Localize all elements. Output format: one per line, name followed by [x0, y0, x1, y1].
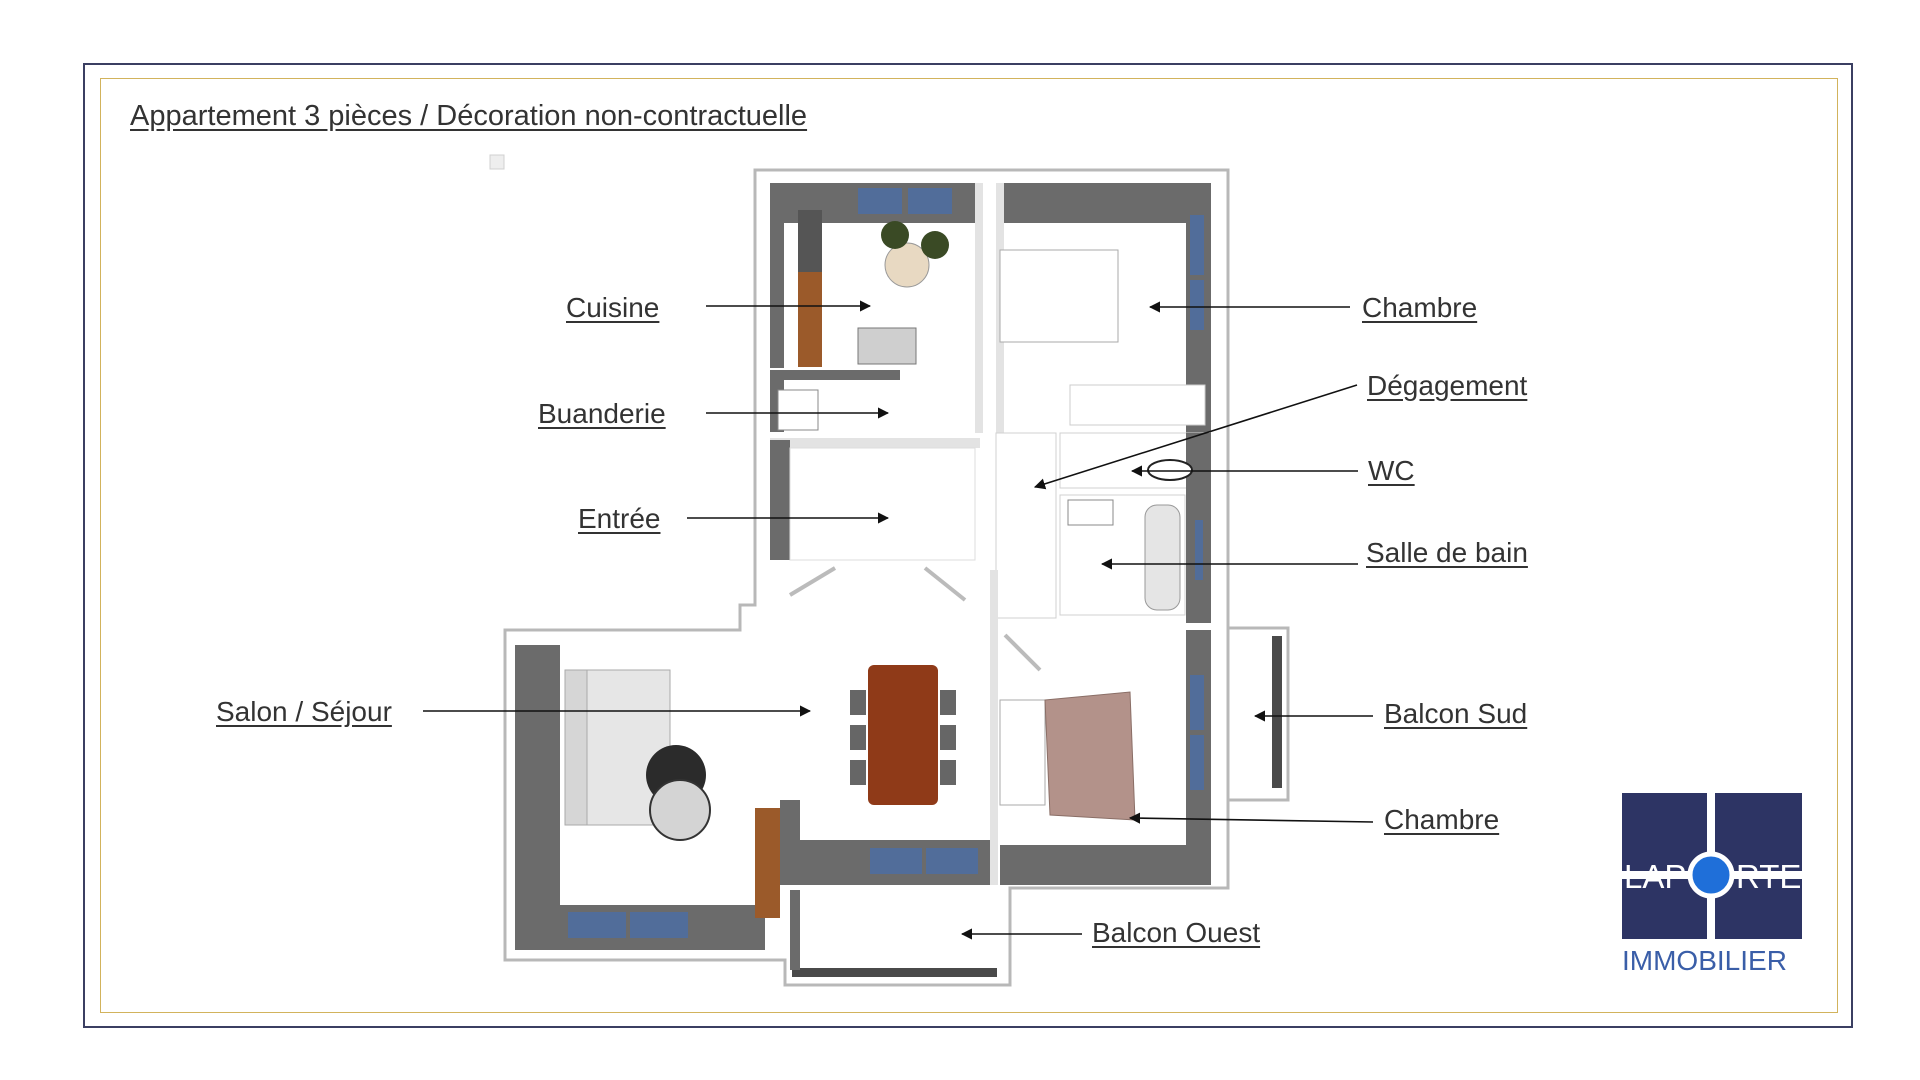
- kitchen-counter: [798, 272, 822, 367]
- window-icon: [858, 188, 902, 214]
- label-chambre-1: Chambre: [1362, 292, 1478, 323]
- label-salon-sejour: Salon / Séjour: [216, 696, 392, 727]
- window-icon: [568, 912, 626, 938]
- balcon-sud-railing: [1272, 636, 1282, 788]
- kitchen-table: [884, 242, 930, 288]
- buanderie-wall: [770, 370, 900, 380]
- inner-frame: [100, 78, 1838, 1013]
- chambre-1-wall: [996, 183, 1211, 223]
- label-wc: WC: [1368, 455, 1415, 486]
- label-chambre-2: Chambre: [1384, 804, 1500, 835]
- label-cuisine: Cuisine: [566, 292, 660, 323]
- label-balcon-sud: Balcon Sud: [1384, 698, 1528, 729]
- logo-brand-left: LAP: [1624, 858, 1686, 895]
- salon-wall: [515, 645, 560, 945]
- label-salle-de-bain: Salle de bain: [1366, 537, 1528, 568]
- bathtub-icon: [1144, 504, 1181, 611]
- logo-subtitle: IMMOBILIER: [1622, 945, 1787, 976]
- page-title: Appartement 3 pièces / Décoration non-co…: [130, 100, 808, 132]
- outer-frame: [83, 63, 1853, 1028]
- balcon-ouest-railing: [792, 968, 997, 977]
- label-buanderie: Buanderie: [538, 398, 666, 429]
- logo-brand-right: RTE: [1736, 858, 1801, 895]
- laporte-immobilier-logo: LAP RTE IMMOBILIER: [1622, 793, 1802, 976]
- logo-o-circle: [1687, 851, 1735, 899]
- entree-wall: [770, 440, 790, 560]
- label-degagement: Dégagement: [1367, 370, 1528, 401]
- bed: [999, 249, 1119, 343]
- label-balcon-ouest: Balcon Ouest: [1092, 917, 1261, 948]
- toilet-icon: [1147, 459, 1193, 481]
- wc-room: [1059, 432, 1211, 489]
- dining-table: [868, 665, 938, 805]
- label-entree: Entrée: [578, 503, 661, 534]
- bed-blanket: [1044, 691, 1136, 821]
